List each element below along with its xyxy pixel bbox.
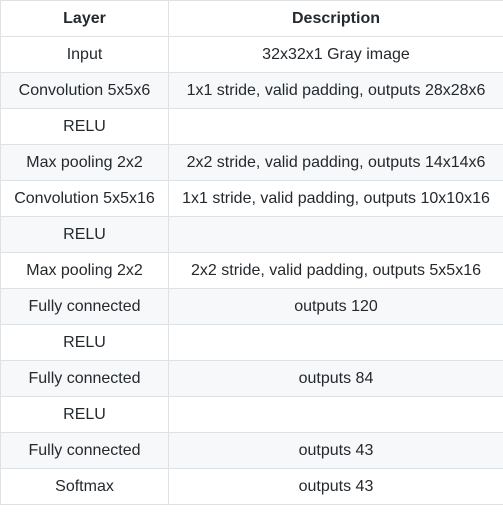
table-row: Max pooling 2x2 2x2 stride, valid paddin… [0, 144, 503, 181]
layer-cell: Convolution 5x5x16 [0, 180, 169, 217]
table-row: Softmax outputs 43 [0, 468, 503, 505]
layer-cell: Fully connected [0, 432, 169, 469]
table-row: Convolution 5x5x16 1x1 stride, valid pad… [0, 180, 503, 217]
table-row: Fully connected outputs 84 [0, 360, 503, 397]
layer-cell: Softmax [0, 468, 169, 505]
layer-cell: Fully connected [0, 360, 169, 397]
description-cell [168, 324, 503, 361]
table-row: Convolution 5x5x6 1x1 stride, valid padd… [0, 72, 503, 109]
description-cell [168, 216, 503, 253]
header-description: Description [168, 0, 503, 37]
table-row: Max pooling 2x2 2x2 stride, valid paddin… [0, 252, 503, 289]
table-row: Fully connected outputs 120 [0, 288, 503, 325]
description-cell: 2x2 stride, valid padding, outputs 14x14… [168, 144, 503, 181]
description-cell: 1x1 stride, valid padding, outputs 10x10… [168, 180, 503, 217]
table-row: RELU [0, 396, 503, 433]
layer-cell: Fully connected [0, 288, 169, 325]
layer-cell: Convolution 5x5x6 [0, 72, 169, 109]
description-cell [168, 396, 503, 433]
description-cell: outputs 84 [168, 360, 503, 397]
table-row: RELU [0, 324, 503, 361]
description-cell: 32x32x1 Gray image [168, 36, 503, 73]
table-row: RELU [0, 108, 503, 145]
header-layer: Layer [0, 0, 169, 37]
layer-cell: RELU [0, 108, 169, 145]
table-row: Fully connected outputs 43 [0, 432, 503, 469]
table-header-row: Layer Description [0, 0, 503, 37]
layer-table: Layer Description Input 32x32x1 Gray ima… [0, 0, 503, 505]
table-row: Input 32x32x1 Gray image [0, 36, 503, 73]
description-cell: 1x1 stride, valid padding, outputs 28x28… [168, 72, 503, 109]
layer-cell: RELU [0, 324, 169, 361]
layer-cell: RELU [0, 396, 169, 433]
layer-cell: Input [0, 36, 169, 73]
layer-cell: Max pooling 2x2 [0, 144, 169, 181]
description-cell [168, 108, 503, 145]
layer-cell: Max pooling 2x2 [0, 252, 169, 289]
description-cell: outputs 43 [168, 432, 503, 469]
description-cell: 2x2 stride, valid padding, outputs 5x5x1… [168, 252, 503, 289]
description-cell: outputs 120 [168, 288, 503, 325]
table-row: RELU [0, 216, 503, 253]
description-cell: outputs 43 [168, 468, 503, 505]
layer-cell: RELU [0, 216, 169, 253]
